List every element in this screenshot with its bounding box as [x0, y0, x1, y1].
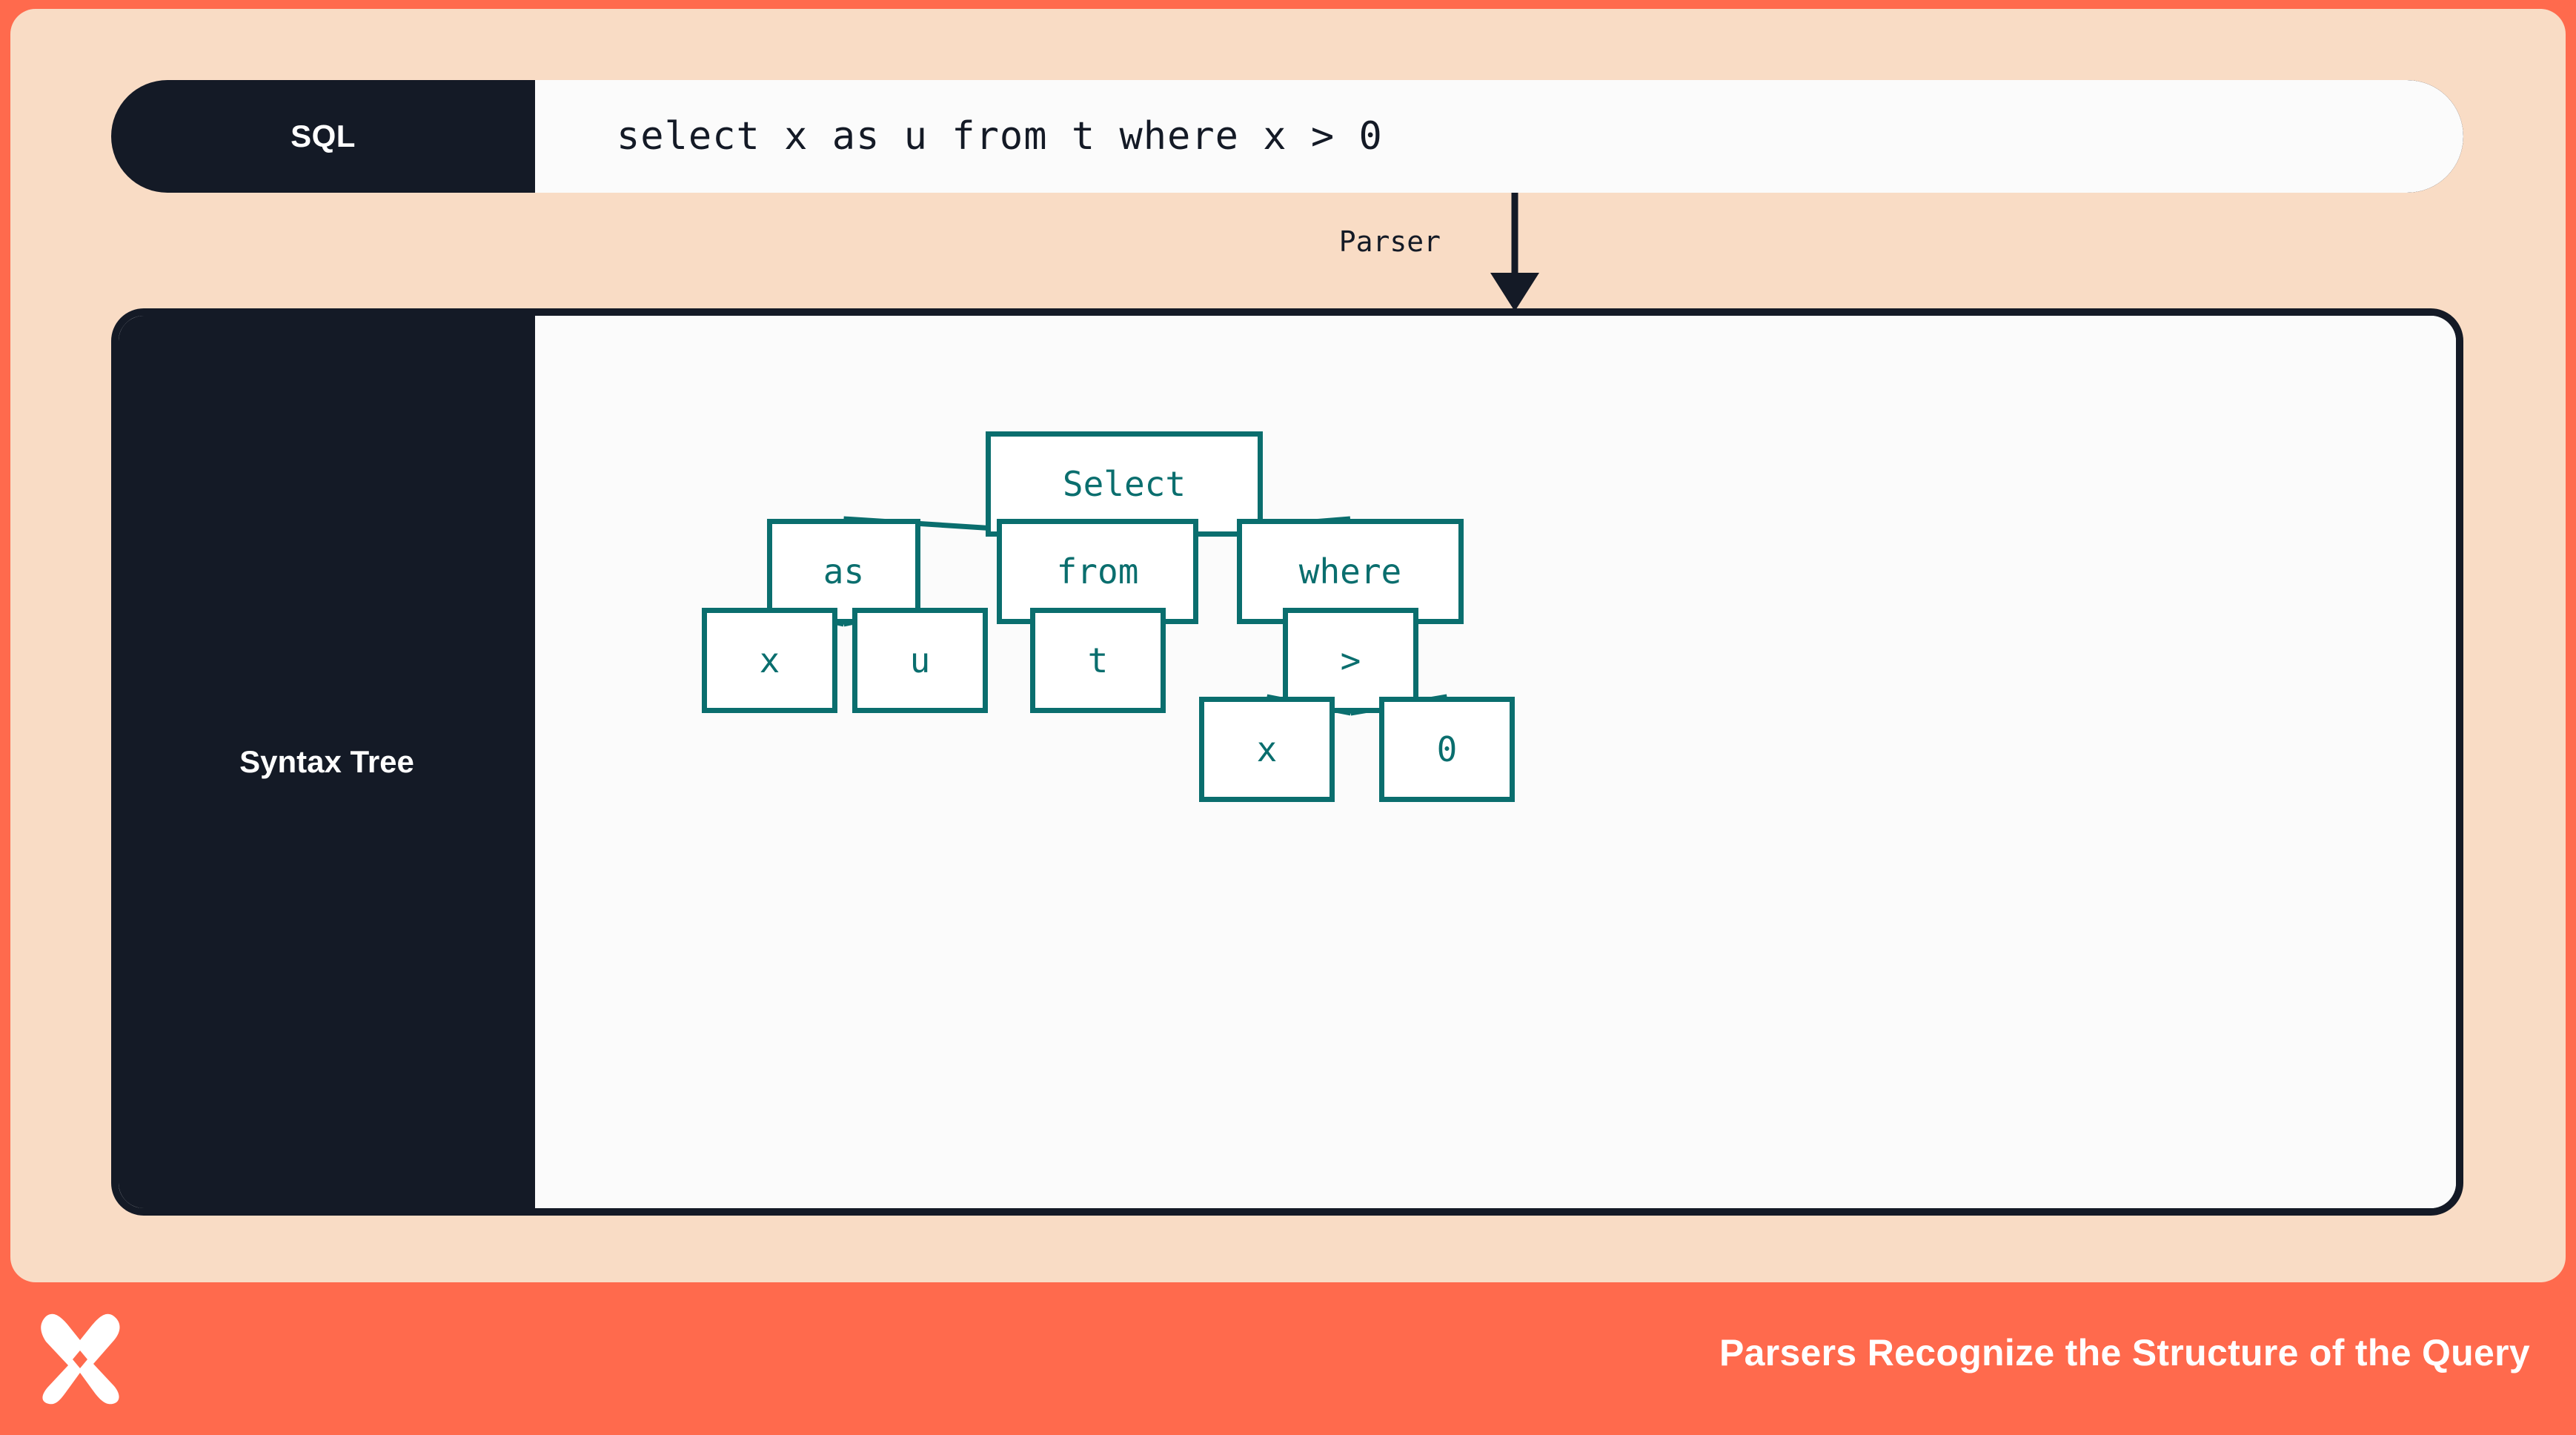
tree-node-label: where	[1298, 551, 1402, 591]
arrow-down-icon	[1490, 193, 1539, 311]
syntax-tree-label-cell: Syntax Tree	[119, 316, 535, 1208]
tree-node-label: Select	[1062, 464, 1186, 504]
content-stage: SQL select x as u from t where x > 0 Par…	[10, 9, 2566, 1282]
sql-input-row: SQL select x as u from t where x > 0	[111, 80, 2463, 193]
tree-node-label: 0	[1436, 729, 1458, 769]
tree-node-label: as	[823, 551, 865, 591]
tree-node-label: u	[909, 640, 931, 680]
tree-node-as-x: x	[702, 608, 837, 713]
tree-node-label: t	[1087, 640, 1109, 680]
footer-bar: Parsers Recognize the Structure of the Q…	[0, 1282, 2576, 1435]
tree-node-gt-x: x	[1199, 697, 1335, 802]
sql-label: SQL	[291, 119, 356, 153]
tree-node-where: where	[1237, 519, 1464, 624]
tree-node-as: as	[767, 519, 920, 624]
tree-node-as-u: u	[852, 608, 988, 713]
tree-node-label: x	[759, 640, 780, 680]
tree-node-gt-0: 0	[1379, 697, 1515, 802]
syntax-tree-label: Syntax Tree	[239, 744, 414, 779]
sql-query-field[interactable]: select x as u from t where x > 0	[535, 80, 2463, 193]
syntax-tree-panel: Syntax Tree Select as from where x u t > x 0	[111, 308, 2463, 1216]
syntax-tree-canvas: Select as from where x u t > x 0	[535, 316, 2456, 1208]
parser-transform: Parser	[1270, 193, 1596, 317]
tree-node-label: from	[1056, 551, 1139, 591]
tree-node-label: x	[1256, 729, 1278, 769]
sql-label-cell: SQL	[111, 80, 535, 193]
butterfly-x-logo	[41, 1313, 120, 1405]
footer-caption: Parsers Recognize the Structure of the Q…	[1719, 1332, 2530, 1373]
sql-query-text: select x as u from t where x > 0	[617, 114, 1383, 159]
tree-node-gt: >	[1283, 608, 1418, 713]
parser-label: Parser	[1338, 225, 1441, 258]
tree-node-from-t: t	[1030, 608, 1166, 713]
tree-node-label: >	[1340, 640, 1361, 680]
